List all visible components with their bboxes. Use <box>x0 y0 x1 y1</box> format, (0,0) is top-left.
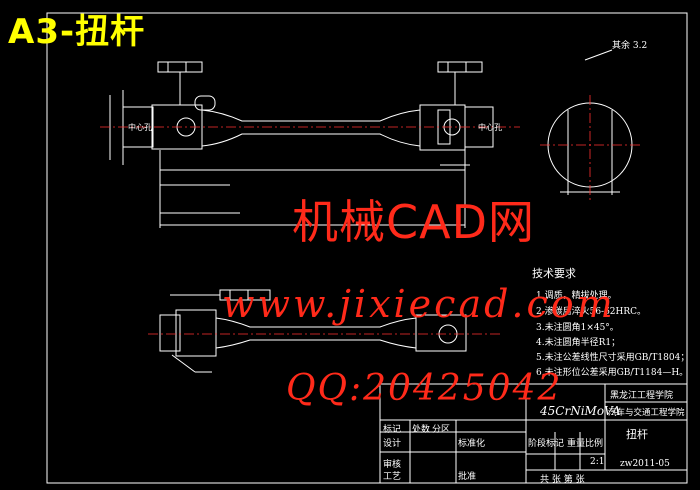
tb-label-sheets: 共 张 第 张 <box>540 475 585 485</box>
tech-requirement-item: 2.渗碳后淬火56-62HRC。 <box>536 307 647 317</box>
tb-label-process: 工艺 <box>383 472 402 482</box>
title-block-grid <box>379 383 688 484</box>
roughness-value: 3.2 <box>632 41 648 51</box>
center-hole-label-right: 中心孔 <box>478 123 502 132</box>
tb-label-standard: 标准化 <box>458 439 486 449</box>
tb-label-weight: 重量 <box>567 439 586 449</box>
tech-requirement-item: 5.未注公差线性尺寸采用GB/T1804； <box>536 353 690 363</box>
tech-requirement-item: 4.未注圆角半径R1； <box>536 338 621 348</box>
tb-label-review: 审核 <box>383 460 402 470</box>
tb-label-count: 处数 <box>412 425 431 435</box>
tb-label-scale: 比例 <box>585 439 604 449</box>
watermark-url: www.jixiecad.com <box>222 282 616 326</box>
tb-label-zone: 分区 <box>432 425 451 435</box>
school-line1: 黑龙江工程学院 <box>610 391 674 401</box>
tech-requirement-item: 6.未注形位公差采用GB/T1184—H。 <box>536 368 689 378</box>
center-hole-label-left: 中心孔 <box>128 123 152 132</box>
material-label: 45CrNiMoVA <box>540 404 621 418</box>
school-line2: 汽车与交通工程学院 <box>608 408 685 418</box>
part-name: 扭杆 <box>626 428 648 441</box>
tb-label-stage: 阶段标记 <box>528 439 565 449</box>
roughness-note: 其余 3.2 <box>612 38 647 51</box>
tb-label-mark: 标记 <box>383 425 402 435</box>
watermark-site-cn: 机械CAD网 <box>292 195 536 249</box>
tb-scale-value: 2:1 <box>590 457 605 467</box>
tech-requirement-item: 3.未注圆角1×45°。 <box>536 323 619 333</box>
front-view <box>109 61 494 228</box>
sheet-border <box>46 12 688 484</box>
tb-label-approve: 批准 <box>458 472 477 482</box>
bottom-view <box>159 289 467 373</box>
tb-drawing-number: zw2011-05 <box>620 459 670 469</box>
drawing-title: A3-扭杆 <box>8 12 146 52</box>
tb-label-design: 设计 <box>383 439 402 449</box>
tech-requirements-heading: 技术要求 <box>532 267 576 280</box>
roughness-note-text: 其余 <box>612 41 631 51</box>
watermark-qq: QQ:20425042 <box>286 368 563 409</box>
tech-requirement-item: 1.调质，精拔处理。 <box>536 291 617 301</box>
